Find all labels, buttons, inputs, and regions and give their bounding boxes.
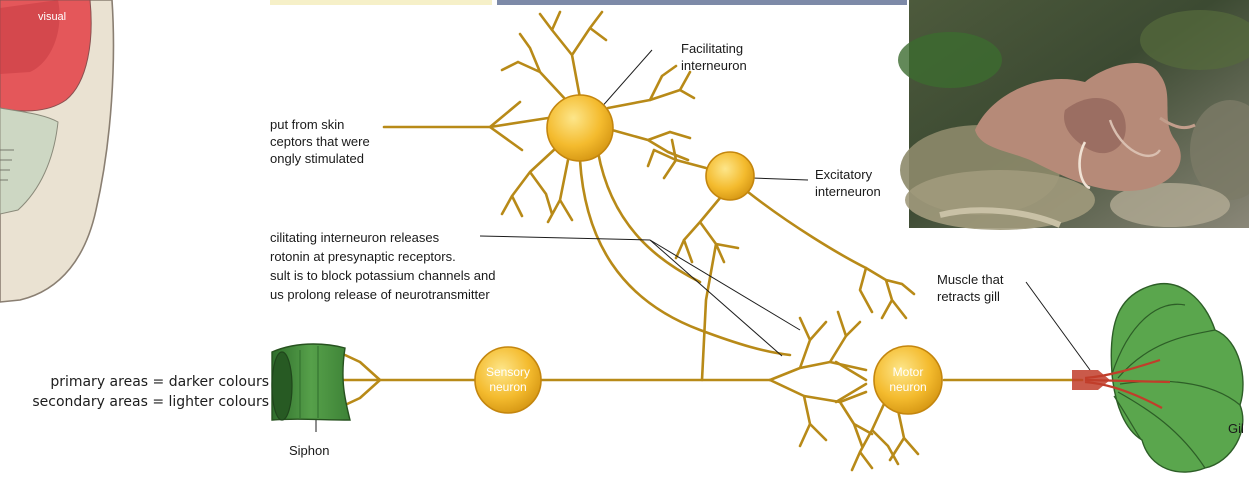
excitatory-interneuron-label: Excitatory interneuron (815, 166, 881, 200)
excitatory-interneuron-body (706, 152, 754, 200)
excitatory-axon (748, 192, 866, 268)
release-note-line: us prolong release of neurotransmitter (270, 285, 495, 304)
brain-map: visual (0, 0, 113, 302)
excitatory-label-line: Excitatory (815, 166, 881, 183)
sea-slug-photo (898, 0, 1249, 230)
release-note-line: rotonin at presynaptic receptors. (270, 247, 495, 266)
legend-primary: primary areas = darker colours (32, 372, 269, 392)
skin-input-axon (384, 118, 548, 127)
gill-label: Gil (1228, 420, 1244, 437)
siphon (272, 344, 350, 420)
retractor-muscle (1072, 370, 1110, 390)
visual-region-label: visual (38, 11, 66, 23)
release-note-line: sult is to block potassium channels and (270, 266, 495, 285)
motor-neuron-label-line: Motor (893, 365, 924, 379)
sensory-neuron-label-line: neuron (489, 380, 526, 394)
release-note: cilitating interneuron releases rotonin … (270, 228, 495, 304)
facilitating-interneuron-label: Facilitating interneuron (681, 40, 747, 74)
brain-map-legend: primary areas = darker colours secondary… (32, 372, 269, 412)
facilitating-label-line: Facilitating (681, 40, 747, 57)
gill (1072, 284, 1243, 472)
top-strip-left (270, 0, 492, 5)
muscle-label: Muscle that retracts gill (937, 271, 1003, 305)
skin-input-line: ongly stimulated (270, 150, 370, 167)
skin-input-line: put from skin (270, 116, 370, 133)
skin-input-label: put from skin ceptors that were ongly st… (270, 116, 370, 167)
skin-input-line: ceptors that were (270, 133, 370, 150)
legend-secondary: secondary areas = lighter colours (32, 392, 269, 412)
sensory-neuron-label-line: Sensory (486, 365, 530, 379)
facilitating-label-line: interneuron (681, 57, 747, 74)
siphon-label: Siphon (289, 442, 329, 459)
muscle-label-line: retracts gill (937, 288, 1003, 305)
motor-neuron-label-line: neuron (889, 380, 926, 394)
muscle-label-line: Muscle that (937, 271, 1003, 288)
facilitating-interneuron-body (547, 95, 613, 161)
top-strip-right (497, 0, 907, 5)
excitatory-label-line: interneuron (815, 183, 881, 200)
release-note-line: cilitating interneuron releases (270, 228, 495, 247)
